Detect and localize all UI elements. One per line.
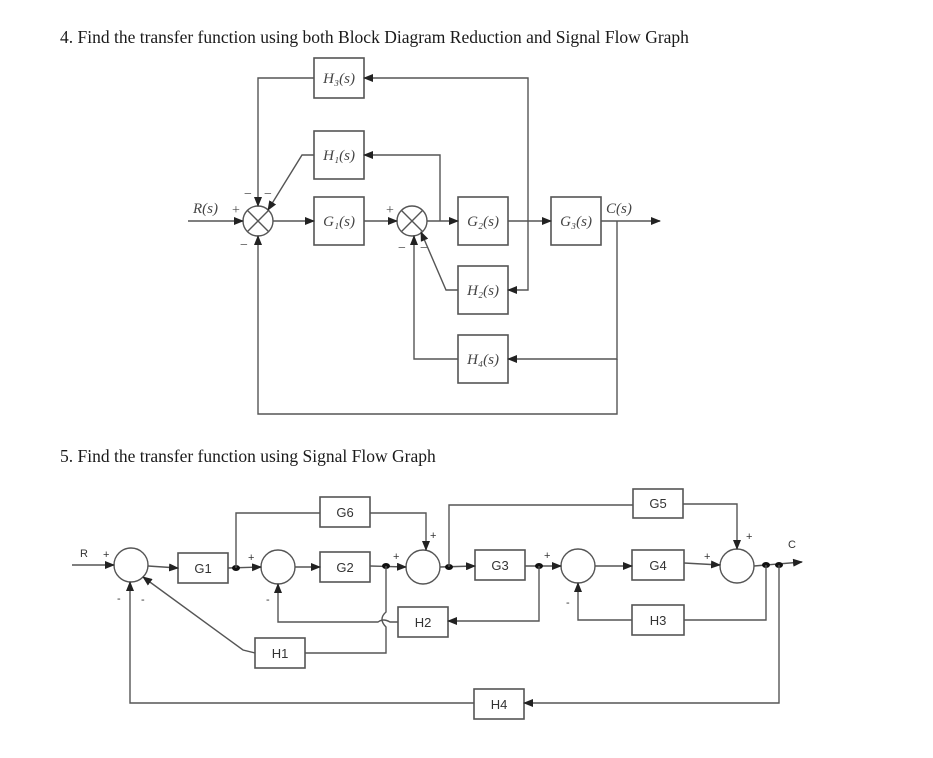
sign-sum1-bottom: − [240,238,248,253]
block-g3: G₃(s) [550,196,602,246]
block-g3: G3 [474,549,526,581]
block-h4-label: H₄(s) [466,352,499,368]
sign-s1-b1: - [117,593,121,605]
block-g2: G₂(s) [457,196,509,246]
block-h3: H3 [631,604,685,636]
block-g4-label: G4 [649,558,666,573]
block-g6-label: G6 [336,505,353,520]
block-g1: G1 [177,552,229,584]
block-h2-label: H₂(s) [466,283,499,299]
sign-sum2-input: + [386,203,394,218]
block-h1: H₁(s) [313,130,365,180]
sign-s1-b2: - [141,594,145,606]
sum-node-2 [260,549,296,585]
block-h2-label: H2 [415,615,432,630]
block-g6: G6 [319,496,371,528]
block-g5-label: G5 [649,496,666,511]
block-g1-label: G₁(s) [323,214,355,230]
block-h1-label: H1 [272,646,289,661]
summing-junction-2 [396,205,428,237]
sign-s5-in: + [704,551,710,563]
block-h3: H₃(s) [313,57,365,99]
block-g4: G4 [631,549,685,581]
block-g2-label: G2 [336,560,353,575]
sign-s1-in: + [103,549,109,561]
sign-s4-in: + [544,550,550,562]
input-label: R [80,548,88,560]
block-h4: H4 [473,688,525,720]
output-label: C [788,539,796,551]
sum-node-1 [113,547,149,583]
block-g3-label: G₃(s) [560,214,592,230]
problem5-diagram: G1 G6 G2 G3 G4 G5 H2 H3 [72,488,803,720]
block-h2: H₂(s) [457,265,509,315]
block-g1-label: G1 [194,561,211,576]
sum-node-3 [405,549,441,585]
block-g2: G2 [319,551,371,583]
block-h1: H1 [254,637,306,669]
summing-junction-1 [242,205,274,237]
sign-s2-in: + [248,552,254,564]
sign-s4-b: - [566,597,570,609]
input-label: R(s) [192,201,218,217]
sign-sum1-top-left: − [244,187,252,202]
sign-sum1-top-right: − [264,187,272,202]
sign-s2-b: - [266,594,270,606]
sign-sum2-bottom-right: − [420,241,428,256]
block-h3-label: H₃(s) [322,71,355,87]
problem4-title: 4. Find the transfer function using both… [60,27,689,47]
block-g2-label: G₂(s) [467,214,499,230]
output-label: C(s) [606,201,632,217]
block-h4-label: H4 [491,697,508,712]
block-h4: H₄(s) [457,334,509,384]
problem5-title: 5. Find the transfer function using Sign… [60,446,436,466]
sign-sum2-bottom-left: − [398,241,406,256]
sign-sum1-input: + [232,203,240,218]
sign-s3-in: + [393,551,399,563]
sign-s3-top: + [430,530,436,542]
block-g3-label: G3 [491,558,508,573]
sum-node-5 [719,548,755,584]
block-h1-label: H₁(s) [322,148,355,164]
block-g5: G5 [632,488,684,519]
problem4-diagram: H₃(s) H₁(s) G₁(s) G₂(s) G₃(s) H₂(s) H₄(s… [188,57,661,415]
block-h2: H2 [397,606,449,638]
block-g1: G₁(s) [313,196,365,246]
sign-s5-top: + [746,531,752,543]
sum-node-4 [560,548,596,584]
block-h3-label: H3 [650,613,667,628]
